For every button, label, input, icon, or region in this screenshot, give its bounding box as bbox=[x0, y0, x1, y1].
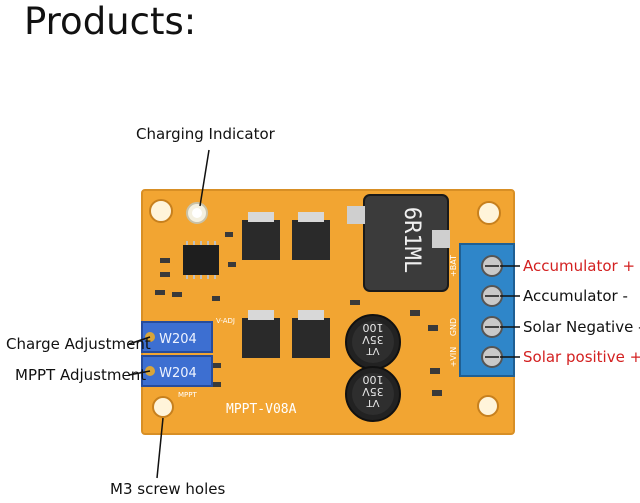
cap2-marking-value: 100 bbox=[363, 373, 384, 386]
callout-charge-adjustment: Charge Adjustment bbox=[6, 335, 151, 353]
callout-charging-indicator: Charging Indicator bbox=[136, 125, 275, 143]
page-title: Products: bbox=[24, 0, 197, 43]
callout-solar-positive: Solar positive + bbox=[523, 348, 640, 366]
board-model-label: MPPT-V08A bbox=[226, 402, 297, 417]
pin-gnd-label: GND bbox=[449, 318, 458, 336]
callout-accumulator-plus: Accumulator + bbox=[523, 257, 636, 275]
pin-adj-label: V-ADJ bbox=[216, 317, 235, 325]
pin-vin-label: +VIN bbox=[449, 347, 458, 368]
cap2-marking-voltage: 35V bbox=[362, 385, 384, 398]
callout-m3-screw-holes: M3 screw holes bbox=[110, 480, 226, 498]
cap1-marking-value: 100 bbox=[363, 321, 384, 334]
pin-mppt-label: MPPT bbox=[178, 391, 197, 399]
smd-components bbox=[155, 232, 442, 396]
mosfets bbox=[242, 212, 330, 358]
callout-mppt-adjustment: MPPT Adjustment bbox=[15, 366, 147, 384]
inductor-marking: 6R1ML bbox=[399, 207, 424, 273]
charging-led bbox=[186, 202, 208, 224]
trimmer2-marking: W204 bbox=[159, 366, 197, 381]
pin-bat-label: +BAT bbox=[449, 255, 458, 277]
trimmer1-marking: W204 bbox=[159, 332, 197, 347]
cap2-marking-vt: VT bbox=[366, 397, 380, 408]
mounting-holes bbox=[149, 199, 501, 418]
callout-accumulator-minus: Accumulator - bbox=[523, 287, 628, 305]
capacitors bbox=[345, 314, 401, 422]
terminal-block bbox=[459, 243, 515, 377]
callout-solar-negative: Solar Negative - bbox=[523, 318, 640, 336]
ic-chip bbox=[183, 241, 219, 279]
trimmer-pots bbox=[141, 321, 213, 387]
cap1-marking-vt: VT bbox=[366, 345, 380, 356]
cap1-marking-voltage: 35V bbox=[362, 333, 384, 346]
inductor bbox=[347, 194, 450, 292]
callout-lines bbox=[128, 149, 520, 479]
